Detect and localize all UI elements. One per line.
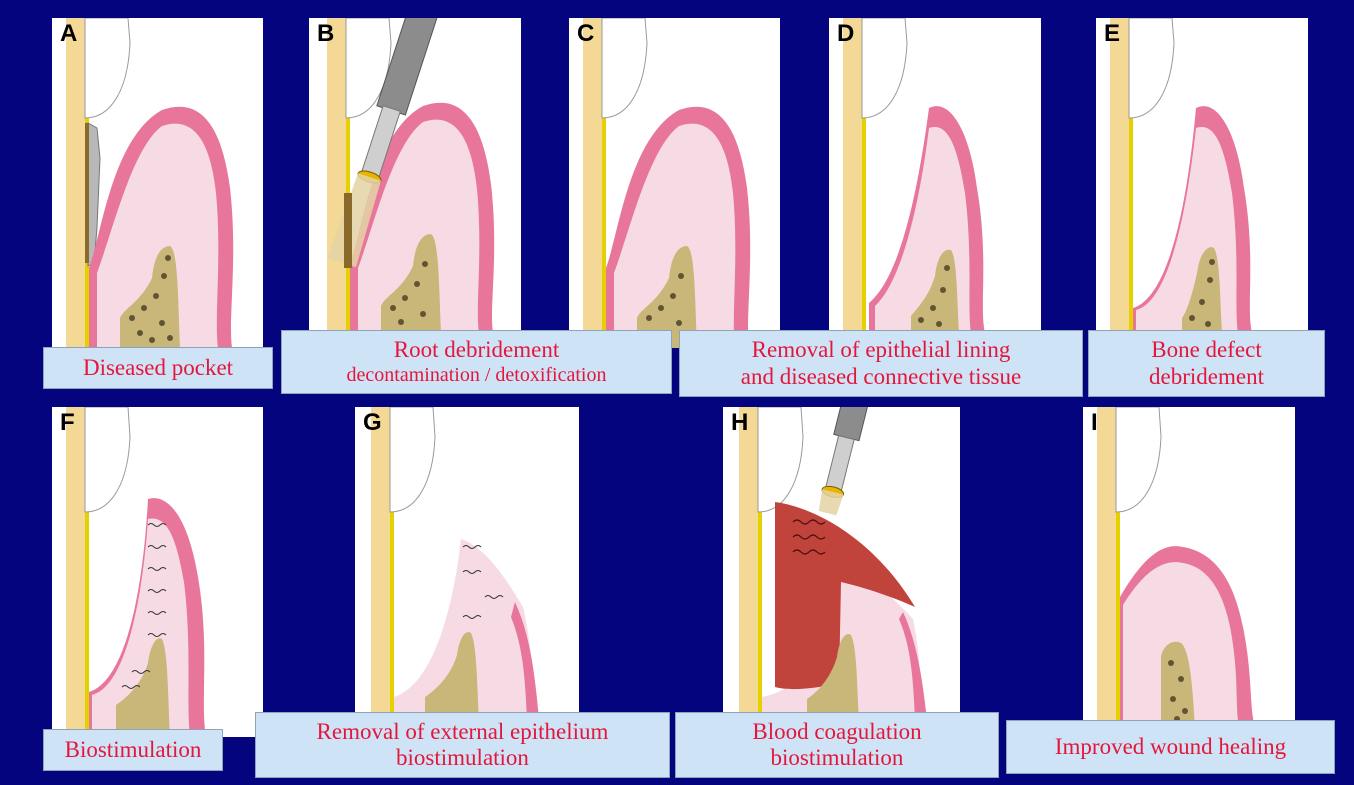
- bone-debridement-illustration: [1096, 18, 1308, 333]
- caption-line-2: decontamination / detoxification: [347, 364, 607, 387]
- tooth-crown: [1116, 407, 1161, 512]
- panel-letter: G: [363, 409, 382, 437]
- caption-external-epithelium: Removal of external epithelium biostimul…: [255, 712, 670, 778]
- caption-biostimulation: Biostimulation: [43, 729, 223, 771]
- tooth-crown: [85, 407, 130, 512]
- panel-i: I: [1083, 407, 1295, 727]
- tooth-root: [739, 407, 759, 719]
- tooth-crown: [758, 407, 803, 512]
- panel-letter: E: [1104, 20, 1120, 48]
- caption-line-1: Removal of epithelial lining: [752, 337, 1011, 363]
- panel-b: B: [309, 18, 521, 333]
- panel-g: G: [355, 407, 579, 719]
- panel-letter: D: [837, 20, 854, 48]
- caption-line-2: biostimulation: [771, 745, 904, 771]
- caption-line-1: Root debridement: [394, 337, 559, 363]
- caption-line-1: Improved wound healing: [1055, 734, 1286, 760]
- panel-c: C: [569, 18, 780, 348]
- external-epithelium-removal-illustration: [355, 407, 579, 719]
- tooth-root: [843, 18, 863, 333]
- caption-line-1: Diseased pocket: [83, 355, 233, 381]
- caption-blood-coagulation: Blood coagulation biostimulation: [675, 712, 999, 778]
- panel-letter: F: [60, 409, 75, 437]
- epithelial-removal-illustration: [829, 18, 1041, 333]
- root-debridement-illustration: [309, 18, 521, 333]
- panel-e: E: [1096, 18, 1308, 333]
- tooth-root: [66, 407, 86, 737]
- tooth-crown: [1129, 18, 1174, 118]
- tooth-crown: [862, 18, 907, 118]
- tooth-crown: [602, 18, 647, 118]
- tooth-crown: [390, 407, 435, 512]
- caption-improved-healing: Improved wound healing: [1006, 720, 1335, 774]
- panel-h: H: [723, 407, 960, 719]
- diseased-pocket-illustration: [52, 18, 263, 348]
- biostimulation-illustration: [52, 407, 263, 737]
- panel-f: F: [52, 407, 263, 737]
- caption-line-2: biostimulation: [396, 745, 529, 771]
- tooth-root: [583, 18, 603, 348]
- tooth-root: [1110, 18, 1130, 333]
- panel-letter: A: [60, 20, 77, 48]
- panel-letter: B: [317, 20, 334, 48]
- caption-line-1: Blood coagulation: [752, 719, 921, 745]
- caption-line-1: Removal of external epithelium: [317, 719, 609, 745]
- caption-root-debridement: Root debridement decontamination / detox…: [281, 330, 672, 394]
- caption-line-1: Bone defect: [1151, 337, 1261, 363]
- connective-tissue: [1136, 127, 1238, 333]
- tooth-crown: [85, 18, 130, 118]
- caption-diseased-pocket: Diseased pocket: [43, 347, 273, 389]
- cleaned-root-illustration: [569, 18, 780, 348]
- caption-line-2: debridement: [1149, 364, 1264, 390]
- tooth-root: [1097, 407, 1117, 727]
- caption-bone-debridement: Bone defect debridement: [1088, 330, 1325, 397]
- panel-a: A: [52, 18, 263, 348]
- panel-letter: C: [577, 20, 594, 48]
- tooth-root: [66, 18, 86, 348]
- tooth-root: [327, 18, 347, 333]
- caption-line-1: Biostimulation: [65, 737, 202, 763]
- panel-letter: I: [1091, 409, 1098, 437]
- panel-d: D: [829, 18, 1041, 333]
- tooth-root: [371, 407, 391, 719]
- blood-coagulation-illustration: [723, 407, 960, 719]
- caption-epithelial-removal: Removal of epithelial lining and disease…: [679, 330, 1083, 397]
- panel-letter: H: [731, 409, 748, 437]
- laser-handpiece-icon: [815, 407, 871, 516]
- caption-line-2: and diseased connective tissue: [741, 364, 1021, 390]
- healed-tissue-illustration: [1083, 407, 1295, 727]
